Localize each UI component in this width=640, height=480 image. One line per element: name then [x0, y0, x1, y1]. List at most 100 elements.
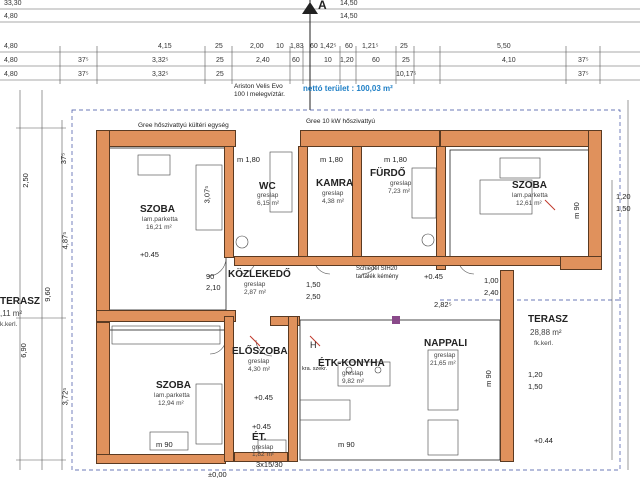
dim-row-2-left: 4,80 — [4, 43, 18, 50]
dim-row-3-item-8: 25 — [402, 57, 410, 64]
dim-row-2-item-8: 1,21⁵ — [362, 43, 379, 50]
room-terasz-left-floor: k.kerl. — [0, 321, 18, 328]
room-furdo-area: 7,23 m² — [388, 188, 411, 195]
boiler-label-1: Ariston Velis Evo — [234, 83, 283, 90]
dim-row-3-item-9: 4,10 — [502, 57, 516, 64]
room-etk-konyha-area: 9,82 m² — [342, 378, 365, 385]
dim-row-1-left: 4,80 — [4, 13, 18, 20]
dim-row-2-item-10: 5,50 — [497, 43, 511, 50]
room-et-floor: greslap — [252, 444, 274, 451]
side-dim-left-e: 3,72⁵ — [60, 387, 70, 406]
room-furdo-height: m 1,80 — [384, 155, 407, 164]
room-szoba-1-area: 16,21 m² — [146, 224, 172, 231]
room-eloszoba-area: 4,30 m² — [248, 366, 271, 373]
chimney-label-2: tartalék kémény — [356, 274, 399, 280]
room-wc-name: WC — [259, 181, 276, 192]
room-szoba-3-area: 12,94 m² — [158, 400, 184, 407]
room-kamra-height: m 1,80 — [320, 155, 343, 164]
room-eloszoba-name: ELŐSZOBA — [232, 346, 288, 357]
room-terasz-right-name: TERASZ — [528, 314, 568, 325]
level-plus045-c: +0.45 — [254, 393, 273, 402]
misc-282: 2,82⁵ — [434, 300, 452, 309]
room-terasz-right-area: 28,88 m² — [530, 328, 562, 337]
dim-row-3-item-3: 2,40 — [256, 57, 270, 64]
section-letter: A — [318, 0, 327, 12]
wall-partition-4 — [436, 146, 446, 270]
room-szoba-1-name: SZOBA — [140, 204, 175, 215]
misc-stairs: 3x15/30 — [256, 460, 283, 469]
dim-row-4-item-4: 37⁵ — [578, 71, 589, 78]
dim-row-2-item-7: 60 — [345, 43, 353, 50]
room-szoba-2-floor: lam.parketta — [512, 192, 548, 199]
room-szoba-3-name: SZOBA — [156, 380, 191, 391]
side-dim-left-b: 9,60 — [42, 287, 52, 302]
wall-north-middle — [300, 130, 440, 147]
dim-row-3-left: 4,80 — [4, 57, 18, 64]
level-plus044: +0.44 — [534, 436, 553, 445]
wall-partition-5 — [224, 316, 234, 462]
misc-kra: kra. szekr. — [302, 366, 328, 372]
misc-150: 1,50 — [306, 280, 321, 289]
room-furdo-name: FÜRDŐ — [370, 168, 406, 179]
dim-row-3-item-7: 60 — [372, 57, 380, 64]
room-kamra-name: KAMRA — [316, 178, 354, 189]
dim-row-3-item-5: 10 — [324, 57, 332, 64]
misc-90: 90 — [206, 272, 215, 281]
wall-partition-1 — [224, 146, 234, 258]
wall-north-right — [440, 130, 602, 147]
room-szoba-3-floor: lam.parketta — [154, 392, 190, 399]
room-etk-konyha-floor: greslap — [342, 370, 364, 377]
side-dim-left-f: 37⁵ — [59, 152, 69, 165]
room-kozlekedo-area: 2,87 m² — [244, 289, 267, 296]
dim-row-2-item-6: 1,42⁵ — [320, 43, 337, 50]
misc-250: 2,50 — [306, 292, 321, 301]
wall-west-lower — [96, 322, 110, 462]
wall-bath-south — [560, 256, 602, 270]
outdoor-unit-label: Gree hőszivattyú kültéri egység — [138, 122, 229, 129]
room-et-area: 1,82 m² — [252, 451, 275, 458]
dim-row-2-item-4: 1,83 — [290, 43, 304, 50]
side-dim-right-d: 1,50 — [528, 382, 543, 391]
wall-partition-6 — [288, 316, 298, 462]
misc-m90-d: m 90 — [338, 440, 355, 449]
dim-row-4-left: 4,80 — [4, 71, 18, 78]
room-kamra-area: 4,38 m² — [322, 198, 345, 205]
misc-100: 1,00 — [484, 276, 499, 285]
room-nappali-floor: greslap — [434, 352, 456, 359]
dim-row-1-item: 14,50 — [340, 13, 358, 20]
misc-m90-a: m 90 — [571, 202, 581, 219]
dim-row-0-left: 33,30 — [4, 0, 22, 7]
dim-row-2-item-1: 25 — [215, 43, 223, 50]
room-wc-area: 6,15 m² — [257, 200, 280, 207]
wall-north-left — [96, 130, 236, 147]
room-szoba-1-floor: lam.parketta — [142, 216, 178, 223]
chimney-label-1: Schiedel SIH20 — [356, 266, 398, 272]
dim-row-3-item-10: 37⁵ — [578, 57, 589, 64]
dim-row-2-item-5: 60 — [310, 43, 318, 50]
dim-row-3-item-0: 37⁵ — [78, 57, 89, 64]
dim-row-3-item-6: 1,20 — [340, 57, 354, 64]
side-dim-right-a: 1,20 — [616, 192, 631, 201]
side-dim-left-a: 2,50 — [20, 173, 30, 188]
level-plus045-d: +0.45 — [252, 422, 271, 431]
room-nappali-area: 21,65 m² — [430, 360, 456, 367]
dim-row-3-item-1: 3,32⁵ — [152, 57, 169, 64]
net-area-label: nettó terület : 100,03 m² — [303, 84, 393, 93]
dim-row-2-item-0: 4,15 — [158, 43, 172, 50]
misc-m90-b: m 90 — [483, 370, 493, 387]
misc-h: H — [310, 340, 317, 350]
dim-row-3-item-2: 25 — [216, 57, 224, 64]
dim-row-4-item-0: 37⁵ — [78, 71, 89, 78]
misc-307: 3,07⁵ — [202, 185, 212, 204]
dim-row-2-item-3: 10 — [276, 43, 284, 50]
dim-row-0-item: 14,50 — [340, 0, 358, 7]
wall-partition-3 — [352, 146, 362, 258]
wall-mid-east — [270, 316, 300, 326]
wall-south-et — [234, 452, 288, 462]
room-szoba-2-area: 12,61 m² — [516, 200, 542, 207]
room-szoba-2-name: SZOBA — [512, 180, 547, 191]
dim-row-3-item-4: 60 — [292, 57, 300, 64]
room-furdo-floor: greslap — [390, 180, 412, 187]
dim-row-2-item-2: 2,00 — [250, 43, 264, 50]
room-eloszoba-floor: greslap — [248, 358, 270, 365]
